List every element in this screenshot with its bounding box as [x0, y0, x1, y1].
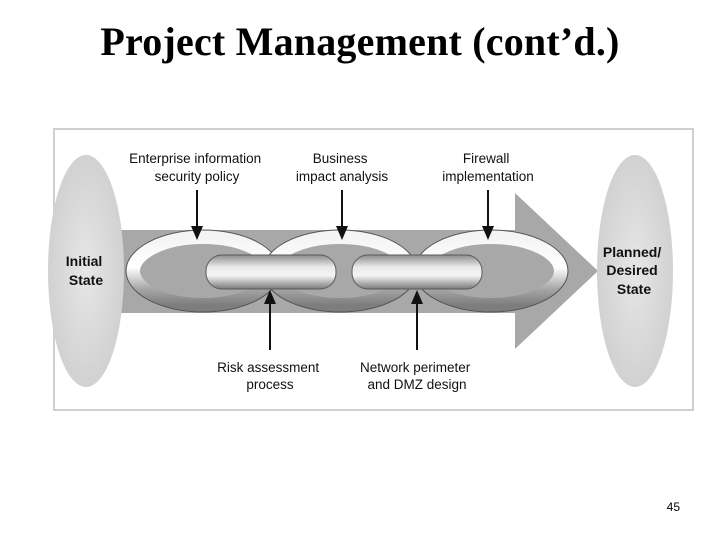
label-line: impact analysis — [296, 169, 389, 184]
arrow-down-2 — [336, 190, 348, 240]
label-impact-analysis: Business impact analysis — [296, 151, 389, 184]
chain-bar-2 — [351, 254, 483, 290]
arrow-down-1 — [191, 190, 203, 240]
initial-state-label: Initial State — [66, 253, 106, 288]
label-line: process — [246, 377, 294, 392]
page-number: 45 — [666, 500, 680, 514]
label-firewall-implementation: Firewall implementation — [442, 151, 534, 184]
slide-title: Project Management (cont’d.) — [100, 19, 620, 64]
label-line: security policy — [155, 169, 240, 184]
initial-state-line: State — [69, 272, 103, 288]
desired-state-line: Desired — [606, 262, 657, 278]
arrow-down-3 — [482, 190, 494, 240]
chain-bar-1 — [205, 254, 337, 290]
label-security-policy: Enterprise information security policy — [129, 151, 265, 184]
initial-state-line: Initial — [66, 253, 103, 269]
desired-state-oval — [597, 155, 673, 387]
label-line: implementation — [442, 169, 534, 184]
desired-state-label: Planned/ Desired State — [603, 244, 665, 297]
label-risk-assessment: Risk assessment process — [217, 360, 323, 392]
desired-state-line: Planned/ — [603, 244, 661, 260]
label-line: Enterprise information — [129, 151, 261, 166]
initial-state-oval — [48, 155, 124, 387]
label-line: and DMZ design — [367, 377, 466, 392]
label-line: Network perimeter — [360, 360, 471, 375]
desired-state-line: State — [617, 281, 651, 297]
label-line: Business — [313, 151, 368, 166]
label-line: Firewall — [463, 151, 510, 166]
arrow-up-1 — [264, 290, 276, 350]
arrow-up-2 — [411, 290, 423, 350]
label-network-perimeter: Network perimeter and DMZ design — [360, 360, 474, 392]
label-line: Risk assessment — [217, 360, 319, 375]
